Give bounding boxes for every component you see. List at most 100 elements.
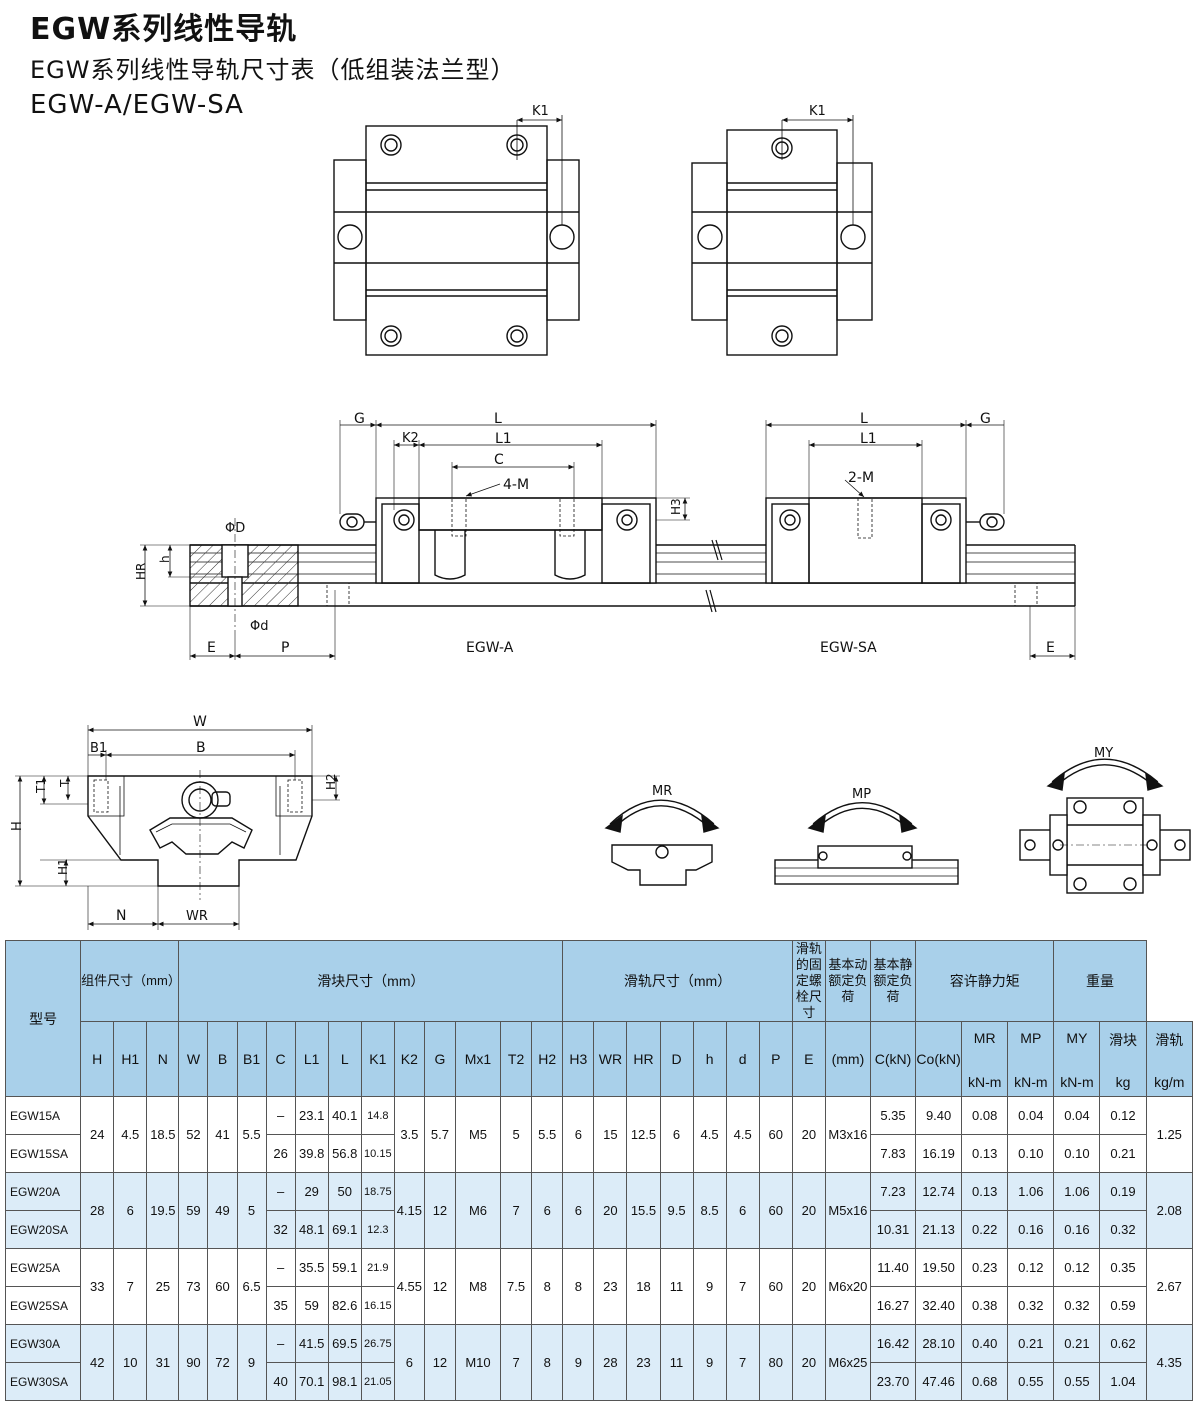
cell-my: 0.55: [1053, 1362, 1101, 1401]
cell-mr: 0.13: [961, 1134, 1009, 1173]
cell-c: –: [265, 1324, 296, 1363]
cell-b1: 5.5: [236, 1096, 267, 1173]
cell-k2: 3.5: [393, 1096, 425, 1173]
front-view: W B1 B H T1 T H1 H2 N WR: [10, 714, 340, 930]
cell-mp: 0.32: [1007, 1286, 1055, 1325]
th-col: Co(kN): [915, 1021, 963, 1097]
cell-stat: 32.40: [915, 1286, 963, 1325]
cell-model: EGW20SA: [4, 1210, 82, 1249]
moment-my: MY: [1019, 746, 1191, 894]
cell-c: –: [265, 1096, 296, 1135]
cell-h1: 7: [113, 1248, 148, 1325]
label-mp: MP: [852, 787, 871, 802]
cell-stat: 16.19: [915, 1134, 963, 1173]
cell-h1: 10: [113, 1324, 148, 1401]
cell-l: 69.5: [327, 1324, 362, 1363]
th-col: WR: [593, 1021, 628, 1097]
cell-k1: 21.05: [360, 1362, 395, 1401]
cell-c: 40: [265, 1362, 296, 1401]
cell-hr: 18: [626, 1248, 661, 1325]
cell-hr: 23: [626, 1324, 661, 1401]
cell-l: 69.1: [327, 1210, 362, 1249]
cell-model: EGW30A: [4, 1324, 82, 1363]
top-view-egw-sa: K1: [691, 104, 873, 356]
th-my-unit: kN-m: [1060, 1074, 1094, 1090]
cell-n: 18.5: [146, 1096, 180, 1173]
cell-t2: 5: [500, 1096, 533, 1173]
cell-rail-kg: 1.25: [1145, 1096, 1194, 1173]
cell-c: –: [265, 1248, 296, 1287]
label-e: E: [207, 640, 216, 656]
cell-mr: 0.22: [961, 1210, 1009, 1249]
th-col: E: [791, 1021, 826, 1097]
cell-t2: 7: [500, 1324, 533, 1401]
cell-model: EGW15A: [4, 1096, 82, 1135]
cell-c: 26: [265, 1134, 296, 1173]
cell-hr: 15.5: [626, 1172, 661, 1249]
cell-m: M6: [454, 1172, 502, 1249]
cell-e: 20: [791, 1324, 826, 1401]
cell-k1: 21.9: [360, 1248, 395, 1287]
th-col: L1: [294, 1021, 329, 1097]
cell-d: 9.5: [659, 1172, 694, 1249]
cell-rail-kg: 4.35: [1145, 1324, 1194, 1401]
cell-b: 60: [207, 1248, 238, 1325]
cell-wr: 28: [593, 1324, 628, 1401]
th-model: 型号: [4, 940, 82, 1097]
cell-d: 6: [725, 1172, 760, 1249]
th-moment: 容许静力矩: [915, 940, 1055, 1022]
cell-h1: 4.5: [113, 1096, 148, 1173]
cell-e: 20: [791, 1248, 826, 1325]
cell-my: 0.21: [1053, 1324, 1101, 1363]
cell-k1: 10.15: [360, 1134, 395, 1173]
cell-bolt: M6x25: [824, 1324, 871, 1401]
label-h2: H2: [324, 773, 338, 790]
cell-bolt: M6x20: [824, 1248, 871, 1325]
cell-b1: 9: [236, 1324, 267, 1401]
cell-mr: 0.08: [961, 1096, 1009, 1135]
cell-b1: 5: [236, 1172, 267, 1249]
cell-k1: 18.75: [360, 1172, 395, 1211]
label-h1: H1: [56, 858, 70, 875]
th-col: HR: [626, 1021, 661, 1097]
cell-h: 8.5: [692, 1172, 727, 1249]
th-mr-unit: kN-m: [967, 1074, 1002, 1090]
cell-dyn: 16.42: [869, 1324, 917, 1363]
cell-mr: 0.13: [961, 1172, 1009, 1211]
label-4m: 4-M: [503, 477, 529, 493]
cell-g: 12: [423, 1324, 456, 1401]
cell-stat: 9.40: [915, 1096, 963, 1135]
cell-dyn: 7.23: [869, 1172, 917, 1211]
label-p: P: [281, 640, 289, 656]
cell-h: 28: [80, 1172, 115, 1249]
th-col: T2: [500, 1021, 533, 1097]
cell-k1: 12.3: [360, 1210, 395, 1249]
label-l-sa: L: [860, 411, 868, 427]
label-e-right: E: [1046, 640, 1055, 656]
cell-h3: 6: [562, 1172, 595, 1249]
th-col: H3: [562, 1021, 595, 1097]
cell-model: EGW25SA: [4, 1286, 82, 1325]
cell-dyn: 11.40: [869, 1248, 917, 1287]
technical-drawings: K1 K1 Φ: [10, 104, 1191, 930]
cell-mr: 0.68: [961, 1362, 1009, 1401]
cell-stat: 47.46: [915, 1362, 963, 1401]
th-rail-weight-label: 滑轨: [1155, 1032, 1184, 1048]
cell-h2: 5.5: [531, 1096, 564, 1173]
cell-bolt: M3x16: [824, 1096, 871, 1173]
cell-stat: 12.74: [915, 1172, 963, 1211]
cell-e: 20: [791, 1096, 826, 1173]
cell-mp: 0.10: [1007, 1134, 1055, 1173]
cell-h: 24: [80, 1096, 115, 1173]
cell-h3: 6: [562, 1096, 595, 1173]
cell-my: 0.12: [1053, 1248, 1101, 1287]
cell-k2: 4.15: [393, 1172, 425, 1249]
th-col: C(kN): [869, 1021, 917, 1097]
label-k1: K1: [532, 104, 549, 119]
cell-m: M8: [454, 1248, 502, 1325]
th-col: P: [758, 1021, 793, 1097]
label-my: MY: [1094, 746, 1113, 761]
